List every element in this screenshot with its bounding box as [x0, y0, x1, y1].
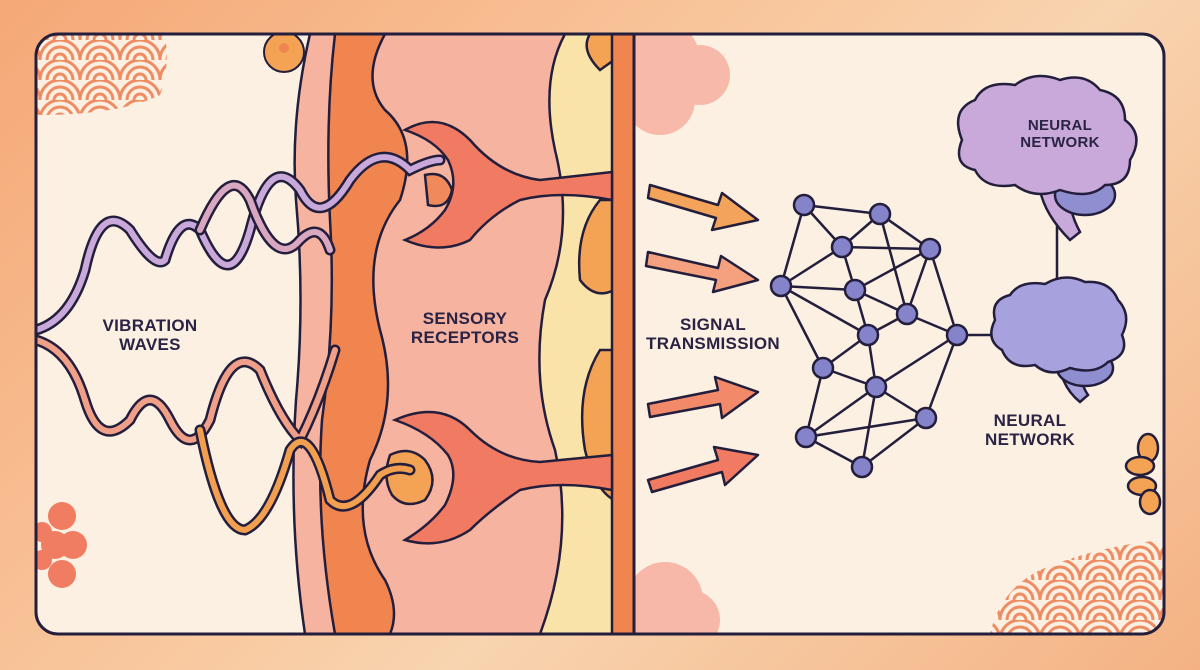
label-line: NEURAL [993, 411, 1067, 430]
seigaiha-pattern-bottom-right [990, 540, 1164, 634]
label-line: WAVES [119, 335, 181, 355]
label-line: RECEPTORS [410, 328, 520, 348]
vibration-waves [36, 151, 446, 536]
network-node [856, 323, 880, 347]
network-node [864, 375, 888, 399]
arrow-icon-1 [646, 183, 760, 232]
network-node [945, 323, 969, 347]
network-node [918, 237, 942, 261]
daisy-icon-top [263, 34, 305, 73]
label-line: SENSORY [422, 309, 508, 328]
label-vibration-waves: VIBRATION WAVES [90, 316, 210, 354]
label-line: NETWORK [985, 430, 1075, 450]
label-line: NETWORK [1020, 133, 1100, 151]
arrow-icon-2 [644, 250, 760, 294]
neural-node-network [769, 193, 1059, 479]
brain-icon-bottom [990, 276, 1128, 404]
network-node [811, 356, 835, 380]
network-node [843, 278, 867, 302]
label-line: NEURAL [1027, 117, 1093, 134]
panel-border [34, 32, 1166, 636]
brain-icon-top [956, 74, 1138, 242]
signal-arrows [644, 183, 760, 494]
label-neural-network-bottom: NEURAL NETWORK [970, 411, 1090, 449]
network-node [850, 455, 874, 479]
network-node [868, 202, 892, 226]
seigaiha-pattern-top-left [36, 34, 167, 115]
label-line: VIBRATION [102, 316, 198, 335]
label-line: SIGNAL [679, 315, 747, 334]
network-node [794, 425, 818, 449]
plum-blossom-top [620, 34, 730, 135]
network-node [830, 235, 854, 259]
network-node [895, 302, 919, 326]
label-signal-transmission: SIGNAL TRANSMISSION [638, 315, 788, 353]
label-neural-network-top: NEURAL NETWORK [1000, 117, 1120, 152]
network-node [914, 406, 938, 430]
network-node [769, 274, 793, 298]
arrow-icon-4 [646, 445, 760, 494]
arrow-icon-3 [646, 375, 760, 420]
network-node [792, 193, 816, 217]
label-line: TRANSMISSION [646, 334, 780, 354]
flower-icon-right-edge [1124, 432, 1162, 516]
label-sensory-receptors: SENSORY RECEPTORS [400, 309, 530, 347]
